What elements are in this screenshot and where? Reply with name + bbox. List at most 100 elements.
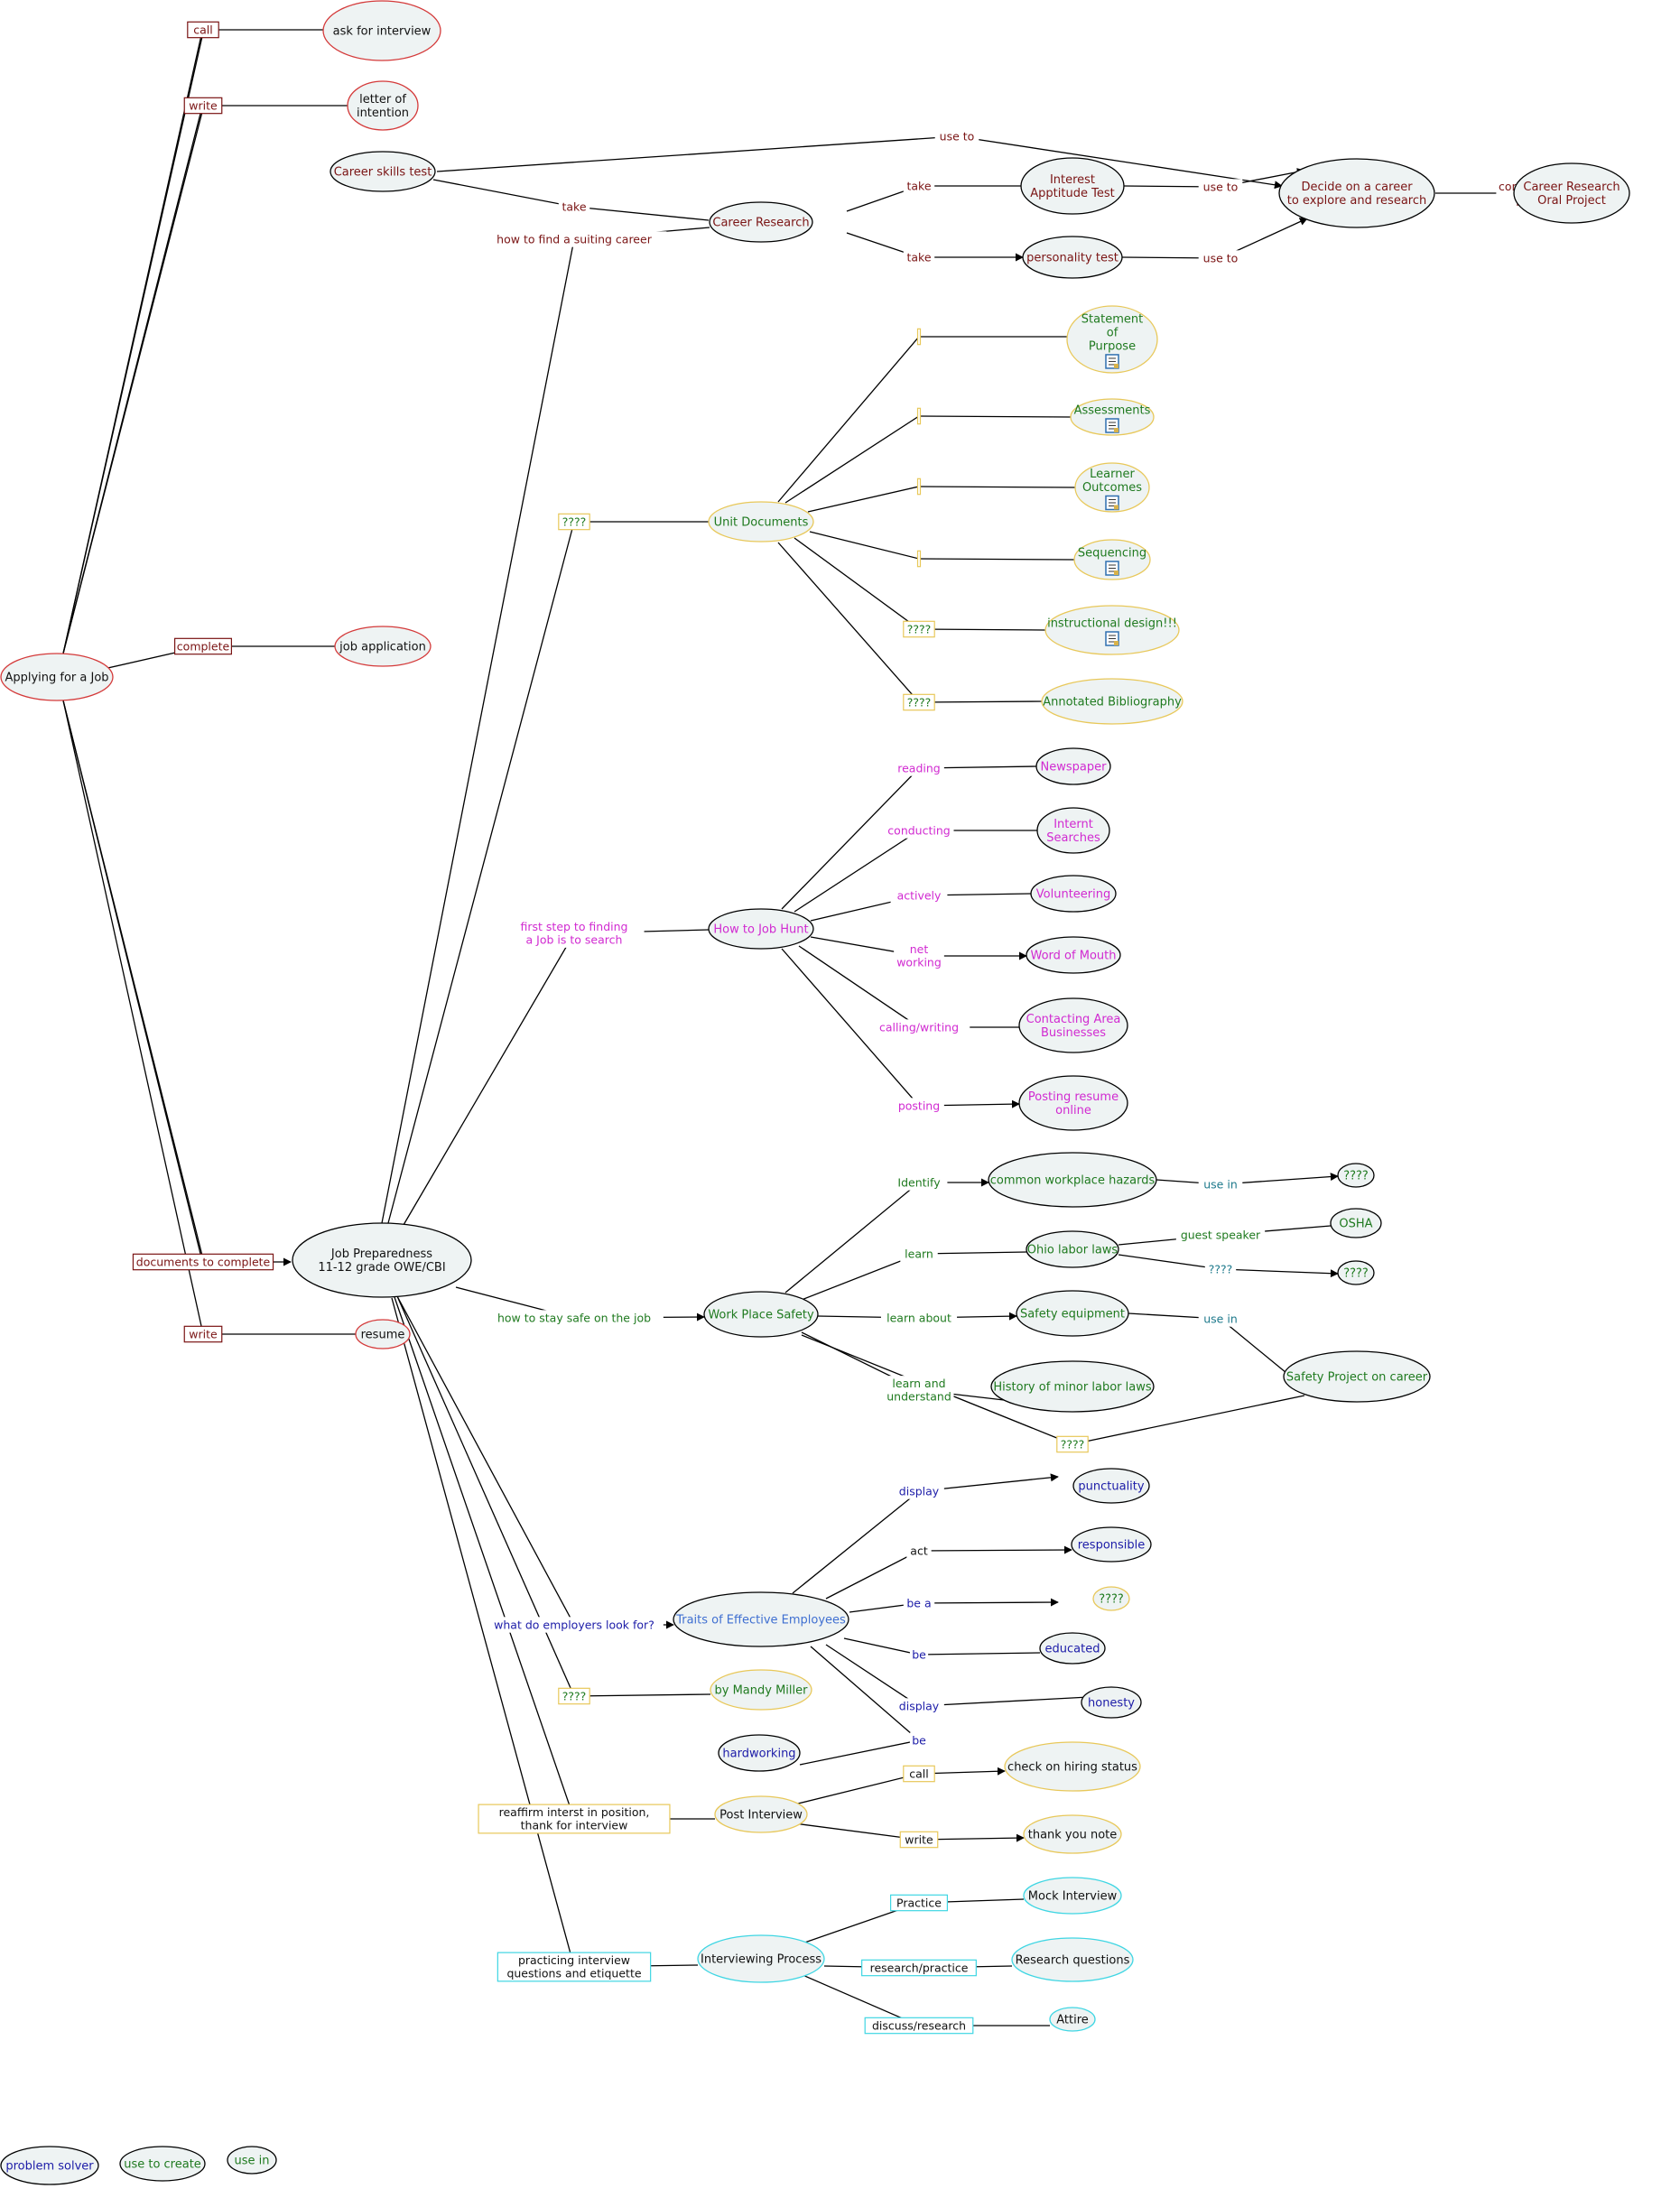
link-label-text: guest speaker bbox=[1181, 1228, 1261, 1241]
node-mock[interactable]: Mock Interview bbox=[1023, 1877, 1122, 1915]
node-mandy[interactable]: by Mandy Miller bbox=[710, 1669, 812, 1711]
document-icon[interactable] bbox=[1105, 561, 1119, 576]
connector-line bbox=[391, 1297, 575, 1968]
node-punctuality[interactable]: punctuality bbox=[1072, 1468, 1150, 1504]
link-label-box bbox=[558, 1687, 590, 1705]
node-hardworking[interactable]: hardworking bbox=[718, 1734, 801, 1772]
node-career-skills[interactable]: Career skills test bbox=[330, 151, 436, 192]
node-responsible[interactable]: responsible bbox=[1071, 1526, 1152, 1563]
node-annotated[interactable]: Annotated Bibliography bbox=[1041, 678, 1183, 725]
node-sequencing[interactable]: Sequencing bbox=[1073, 539, 1151, 580]
node-personality[interactable]: personality test bbox=[1022, 236, 1123, 279]
node-label: ???? bbox=[1099, 1593, 1124, 1607]
document-icon[interactable] bbox=[1105, 631, 1119, 646]
link-label-ud4 bbox=[916, 550, 922, 568]
link-label-box bbox=[485, 1310, 664, 1326]
node-resume[interactable]: resume bbox=[355, 1319, 411, 1349]
node-applying[interactable]: Applying for a Job bbox=[0, 653, 114, 701]
node-post-interview[interactable]: Post Interview bbox=[714, 1795, 808, 1833]
node-check-hiring[interactable]: check on hiring status bbox=[1004, 1741, 1141, 1792]
node-safety-project[interactable]: Safety Project on career bbox=[1283, 1350, 1431, 1403]
link-label-research-practice: research/practice bbox=[861, 1959, 977, 1977]
node-job-application[interactable]: job application bbox=[334, 626, 432, 667]
node-label: Attire bbox=[1056, 2014, 1089, 2027]
connector-line bbox=[1220, 1318, 1297, 1382]
node-shape bbox=[1026, 1230, 1119, 1268]
node-instructional[interactable]: instructional design!!! bbox=[1044, 605, 1180, 655]
link-label-text: ???? bbox=[562, 515, 587, 528]
node-job-hunt[interactable]: How to Job Hunt bbox=[708, 908, 814, 950]
link-label-box bbox=[174, 637, 233, 655]
document-icon[interactable] bbox=[1105, 418, 1119, 433]
node-research-q[interactable]: Research questions bbox=[1011, 1937, 1134, 1982]
link-label-box bbox=[884, 822, 954, 839]
link-label-how-find: how to find a suiting career bbox=[481, 231, 667, 247]
node-label: Annotated Bibliography bbox=[1043, 696, 1182, 709]
node-shape bbox=[1041, 678, 1183, 725]
node-word-mouth[interactable]: Word of Mouth bbox=[1026, 936, 1121, 974]
node-label: ???? bbox=[1343, 1267, 1369, 1281]
node-career-research[interactable]: Career Research bbox=[709, 201, 813, 243]
node-legend-problem[interactable]: problem solver bbox=[0, 2146, 99, 2185]
node-q-hazards[interactable]: ???? bbox=[1337, 1163, 1375, 1188]
link-label-text: calling/writing bbox=[879, 1020, 959, 1034]
node-minor-laws[interactable]: History of minor labor laws bbox=[990, 1360, 1155, 1413]
node-ask-interview[interactable]: ask for interview bbox=[322, 0, 441, 61]
link-label-discuss: discuss/research bbox=[864, 2017, 974, 2035]
node-assessments[interactable]: Assessments bbox=[1070, 398, 1155, 436]
connector-line bbox=[396, 1295, 575, 1697]
node-osha[interactable]: OSHA bbox=[1330, 1208, 1382, 1238]
concept-nodes: Applying for a Job ask for interview lette… bbox=[0, 0, 1630, 2185]
node-q-ohio[interactable]: ???? bbox=[1337, 1260, 1375, 1285]
node-ohio[interactable]: Ohio labor laws bbox=[1026, 1230, 1119, 1268]
link-label-text: write bbox=[189, 98, 218, 112]
link-label-box bbox=[894, 941, 944, 970]
link-label-use-in2: use in bbox=[1198, 1311, 1243, 1327]
node-workplace-safety[interactable]: Work Place Safety bbox=[703, 1291, 819, 1338]
document-icon[interactable] bbox=[1105, 354, 1119, 369]
link-label-box bbox=[903, 620, 935, 638]
node-thank-you[interactable]: thank you note bbox=[1023, 1814, 1122, 1854]
node-shape bbox=[710, 1669, 812, 1711]
node-q-traits[interactable]: ???? bbox=[1092, 1586, 1130, 1611]
node-traits[interactable]: Traits of Effective Employees bbox=[673, 1591, 849, 1647]
node-shape bbox=[673, 1591, 849, 1647]
node-honesty[interactable]: honesty bbox=[1081, 1686, 1142, 1719]
link-label-be2: be bbox=[909, 1732, 929, 1748]
node-hazards[interactable]: common workplace hazards bbox=[988, 1152, 1157, 1208]
link-label-box bbox=[478, 1804, 671, 1834]
node-volunteering[interactable]: Volunteering bbox=[1030, 875, 1117, 913]
link-label-use-to2: use to bbox=[1198, 179, 1243, 195]
node-legend-create[interactable]: use to create bbox=[119, 2146, 206, 2182]
link-label-box bbox=[880, 1310, 958, 1326]
link-label-box bbox=[900, 1246, 938, 1262]
node-attire[interactable]: Attire bbox=[1049, 2007, 1096, 2032]
node-legend-use-in[interactable]: use in bbox=[227, 2146, 277, 2175]
node-safety-equip[interactable]: Safety equipment bbox=[1016, 1290, 1129, 1337]
node-educated[interactable]: educated bbox=[1039, 1632, 1106, 1665]
node-interviewing[interactable]: Interviewing Process bbox=[697, 1934, 825, 1983]
document-icon[interactable] bbox=[1105, 495, 1119, 511]
link-label-text: research/practice bbox=[870, 1961, 969, 1974]
node-shape bbox=[990, 1360, 1155, 1413]
node-newspaper[interactable]: Newspaper bbox=[1035, 747, 1111, 785]
node-unit-docs[interactable]: Unit Documents bbox=[708, 501, 814, 543]
link-label-text: use to bbox=[1203, 180, 1239, 193]
node-label: check on hiring status bbox=[1007, 1761, 1137, 1775]
link-label-box bbox=[899, 1831, 939, 1849]
